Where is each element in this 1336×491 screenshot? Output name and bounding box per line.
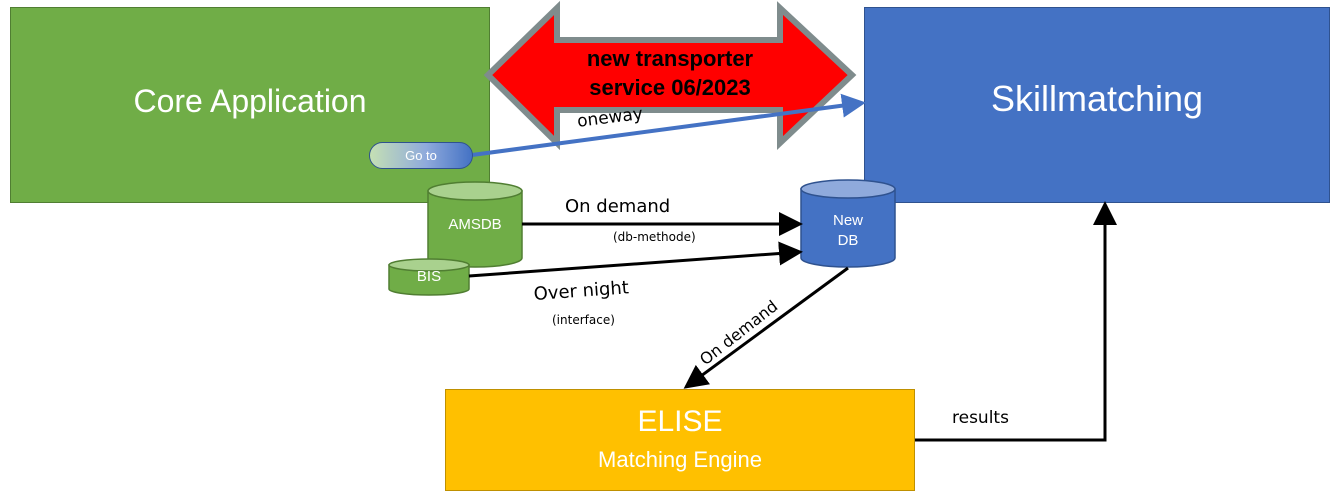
bis-cylinder [388,258,470,296]
bis-label: BIS [416,268,442,285]
new-db-label-line1: New [832,212,863,229]
transport-label: new transporter service 06/2023 [545,44,795,102]
core-application-title: Core Application [133,82,367,119]
new-db-label-line2: DB [837,232,859,249]
ondemand-db-label: On demand [565,196,671,217]
goto-button[interactable]: Go to [369,142,473,169]
elise-subtitle: Matching Engine [598,447,762,472]
overnight-arrow [468,241,803,278]
amsdb-label: AMSDB [448,216,502,233]
transport-label-line1: new transporter [586,46,754,71]
interface-label: (interface) [552,313,615,327]
transport-double-arrow [483,0,857,151]
ondemand-elise-arrow [683,266,849,389]
elise-box: ELISE Matching Engine [445,389,915,491]
oneway-arrow [471,93,866,157]
results-label: results [952,408,1009,428]
skillmatching-title: Skillmatching [990,78,1204,119]
results-arrow [915,201,1117,442]
new-db-label: New DB [801,211,895,251]
elise-title: ELISE [637,405,723,438]
db-methode-label: (db-methode) [613,230,696,244]
new-db-cylinder [800,179,896,268]
transport-label-line2: service 06/2023 [589,75,751,100]
core-application-box: Core Application [10,7,490,203]
